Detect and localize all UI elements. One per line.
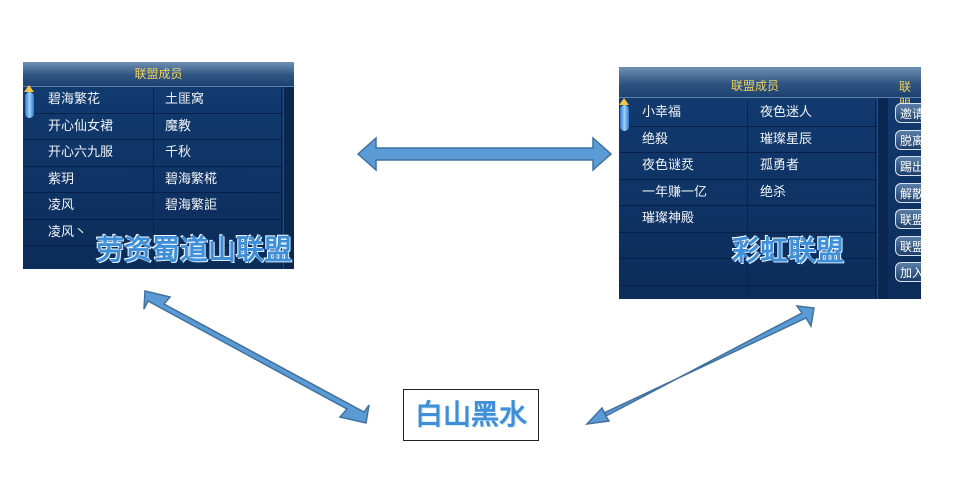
member-name-col1: 一年赚一亿 — [642, 184, 708, 200]
table-row[interactable]: 一年赚一亿 绝杀 — [619, 180, 877, 206]
table-row[interactable]: 夜色谜烎 孤勇者 — [619, 153, 877, 180]
right-member-list: 小幸福 夜色迷人绝殺 璀璨星辰夜色谜烎 孤勇者一年赚一亿 绝杀璀璨神殿 — [619, 67, 921, 299]
column-divider — [747, 100, 748, 299]
arrow-left-right — [356, 136, 613, 172]
member-name-col1: 碧海繁花 — [48, 92, 101, 107]
column-divider — [153, 87, 154, 269]
table-row[interactable]: 璀璨神殿 — [619, 206, 877, 233]
member-name-col1: 绝殺 — [642, 131, 669, 147]
member-name-col1: 小幸福 — [642, 105, 682, 120]
double-arrow-diagonal-left — [143, 290, 370, 424]
member-name-col1: 凌风 — [48, 198, 75, 213]
arrow-left-center — [143, 290, 370, 424]
left-scrollbar[interactable] — [283, 87, 294, 269]
member-name-col2: 魔教 — [165, 118, 192, 134]
left-member-list: 碧海繁花 土匪窝开心仙女裙 魔教开心六九服 千秋紫玥 碧海繁椛凌风 碧海繁詎凌风丶 — [23, 62, 294, 269]
left-panel-header: 联盟成员 — [23, 62, 294, 87]
scroll-thumb[interactable] — [620, 105, 629, 131]
side-action-button[interactable]: 加入 — [895, 262, 921, 282]
side-action-button[interactable]: 脱离 — [895, 129, 921, 150]
double-arrow-diagonal-right — [585, 305, 815, 426]
right-panel-header-text: 联盟成员 — [730, 79, 779, 93]
member-name-col1: 紫玥 — [48, 171, 75, 187]
member-name-col1: 开心六九服 — [48, 145, 114, 160]
right-alliance-title: 彩虹联盟 — [732, 234, 845, 267]
side-action-button[interactable]: 联盟 — [895, 209, 921, 229]
member-name-col2: 璀璨星辰 — [760, 131, 813, 147]
table-row[interactable]: 小幸福 夜色迷人 — [619, 100, 877, 127]
right-panel-header: 联盟成员 — [619, 67, 921, 98]
side-action-button[interactable]: 邀请 — [895, 103, 921, 123]
member-name-col2: 土匪窝 — [165, 92, 205, 107]
member-name-col1: 夜色谜烎 — [642, 158, 695, 173]
table-row[interactable]: 绝殺 璀璨星辰 — [619, 127, 877, 153]
scroll-up-icon[interactable] — [24, 85, 34, 92]
left-alliance-title: 劳资蜀道山联盟 — [96, 233, 293, 266]
member-name-col2: 千秋 — [165, 145, 192, 160]
arrow-right-center — [585, 305, 815, 426]
side-action-button[interactable]: 联盟 — [895, 235, 921, 256]
member-name-col2: 碧海繁詎 — [165, 198, 218, 213]
member-name-col2: 绝杀 — [760, 184, 787, 200]
table-row[interactable] — [619, 259, 877, 286]
right-scrollbar[interactable] — [877, 98, 888, 299]
side-action-button[interactable]: 解散 — [895, 182, 921, 203]
member-name-col1: 凌风丶 — [48, 224, 88, 240]
member-name-col1: 开心仙女裙 — [48, 118, 114, 134]
column-divider — [281, 87, 282, 269]
left-alliance-panel: 联盟成员 碧海繁花 土匪窝开心仙女裙 魔教开心六九服 千秋紫玥 碧海繁椛凌风 碧海繁詎凌风… — [23, 62, 294, 269]
member-name-col1: 璀璨神殿 — [642, 211, 695, 226]
member-name-col2: 孤勇者 — [760, 158, 800, 173]
table-row[interactable] — [619, 233, 877, 259]
right-alliance-panel: 联盟成员 联盟 小幸福夜色迷人绝殺璀璨星辰夜色谜烎孤勇者一年赚一亿绝杀璀璨神殿 … — [619, 67, 921, 299]
member-name-col2: 夜色迷人 — [760, 105, 813, 120]
double-arrow-horizontal — [356, 136, 613, 172]
scroll-thumb[interactable] — [25, 92, 34, 118]
scroll-up-icon[interactable] — [619, 98, 629, 105]
center-alliance-label: 白山黑水 — [403, 389, 539, 441]
column-divider — [875, 100, 876, 299]
side-action-button[interactable]: 踢出 — [895, 156, 921, 176]
member-name-col2: 碧海繁椛 — [165, 171, 218, 187]
